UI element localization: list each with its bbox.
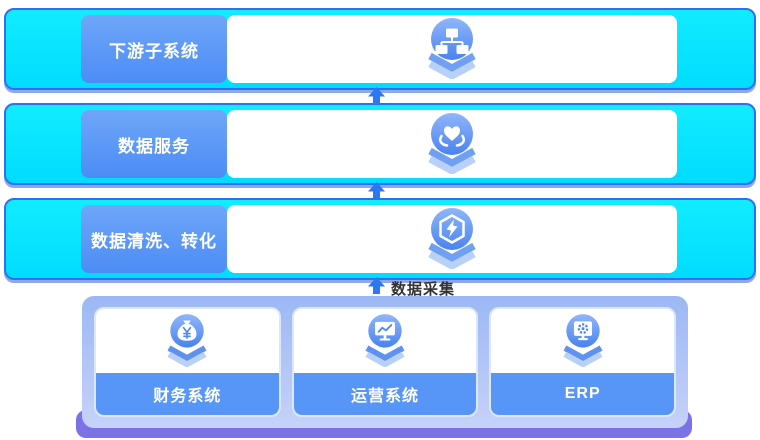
service-heart-icon bbox=[420, 110, 484, 179]
layer-label-data-cleaning: 数据清洗、转化 bbox=[81, 205, 227, 273]
card-erp-system: ERP bbox=[489, 307, 677, 417]
card-icon-area bbox=[293, 309, 477, 373]
card-label-erp: ERP bbox=[491, 373, 675, 415]
money-bag-icon bbox=[158, 311, 216, 372]
data-transform-icon bbox=[420, 205, 484, 274]
layer-content-downstream bbox=[227, 15, 677, 83]
layer-row-data-cleaning: 数据清洗、转化 bbox=[4, 198, 756, 280]
layer-row-downstream: 下游子系统 bbox=[4, 8, 756, 90]
source-systems-panel: 财务系统 运营系统 bbox=[82, 296, 688, 428]
card-icon-area bbox=[491, 309, 675, 373]
card-label-operations: 运营系统 bbox=[293, 373, 477, 415]
layer-label-data-service: 数据服务 bbox=[81, 110, 227, 178]
sitemap-icon bbox=[420, 15, 484, 84]
flow-annotation: 数据采集 bbox=[391, 281, 456, 298]
up-arrow-icon bbox=[368, 182, 385, 199]
up-arrow-icon bbox=[368, 87, 385, 104]
up-arrow-icon bbox=[368, 277, 385, 294]
line-chart-monitor-icon bbox=[356, 311, 414, 372]
layer-row-data-service: 数据服务 bbox=[4, 103, 756, 185]
layer-label-downstream: 下游子系统 bbox=[81, 15, 227, 83]
card-operations-system: 运营系统 bbox=[291, 307, 479, 417]
card-label-finance: 财务系统 bbox=[96, 373, 279, 415]
card-finance-system: 财务系统 bbox=[94, 307, 281, 417]
layer-content-data-service bbox=[227, 110, 677, 178]
layer-content-data-cleaning bbox=[227, 205, 677, 273]
card-icon-area bbox=[96, 309, 279, 373]
gear-monitor-icon bbox=[554, 311, 612, 372]
